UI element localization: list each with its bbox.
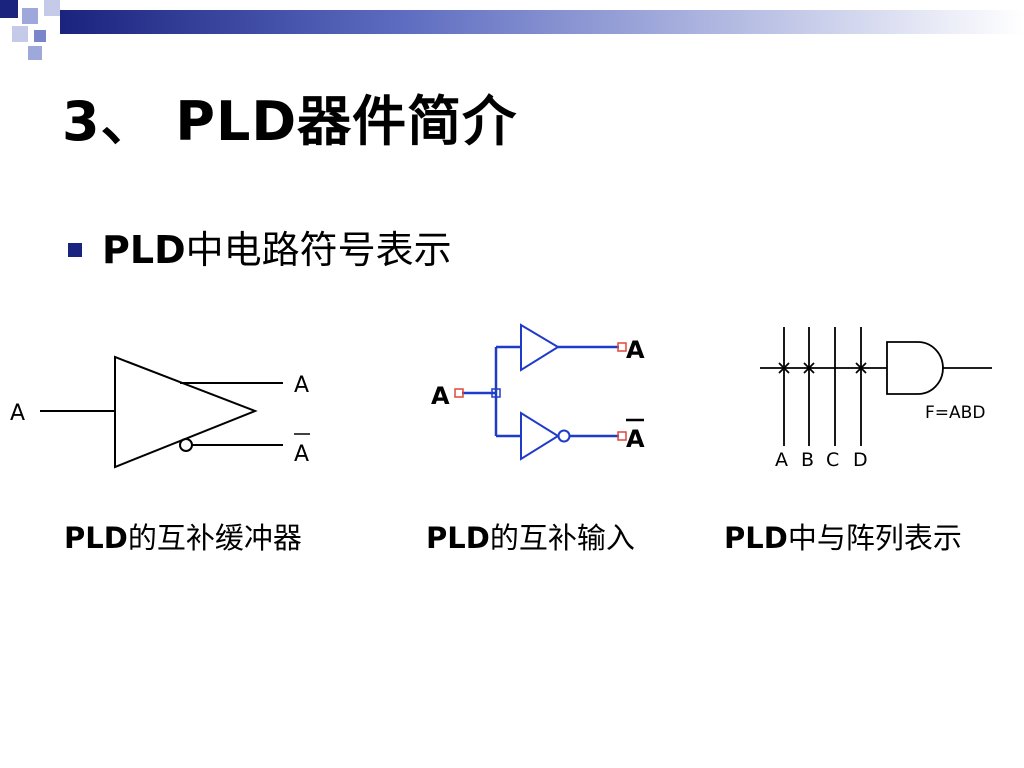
cin-complement-output-node bbox=[617, 431, 627, 441]
and-cross-b2 bbox=[803, 362, 815, 374]
cin-junction-node bbox=[491, 388, 501, 398]
header-square-5 bbox=[34, 30, 46, 42]
circuit-diagrams: A A A A A A A B C D F=ABD bbox=[10, 323, 992, 471]
and-input-label-b: B bbox=[801, 449, 814, 471]
and-input-label-a: A bbox=[775, 449, 788, 471]
cin-output-true-label: A bbox=[626, 336, 645, 364]
buffer-input-label: A bbox=[10, 401, 25, 426]
cin-true-output-node bbox=[617, 342, 627, 352]
header-square-3 bbox=[44, 0, 60, 16]
caption-and-text: 中与阵列表示 bbox=[787, 521, 962, 555]
bullet-body: 中电路符号表示 bbox=[185, 228, 452, 272]
caption-complement-input: PLD的互补输入 bbox=[426, 524, 635, 553]
cin-input-node bbox=[454, 388, 464, 398]
caption-buffer: PLD的互补缓冲器 bbox=[64, 524, 302, 553]
header-square-2 bbox=[22, 8, 38, 24]
and-output-label: F=ABD bbox=[925, 403, 985, 423]
bullet-prefix: PLD bbox=[102, 228, 186, 272]
header-gradient-band bbox=[60, 10, 1024, 34]
caption-cin-prefix: PLD bbox=[426, 521, 490, 555]
header-decoration bbox=[0, 0, 1024, 60]
buffer-diagram bbox=[40, 355, 310, 469]
buffer-output-true-label: A bbox=[294, 373, 309, 398]
buffer-output-complement-label: A bbox=[294, 442, 309, 467]
and-cross-d2 bbox=[855, 362, 867, 374]
caption-and-array: PLD中与阵列表示 bbox=[724, 524, 962, 553]
and-input-label-c: C bbox=[826, 449, 839, 471]
and-input-label-d: D bbox=[853, 449, 868, 471]
cin-output-complement-label: A bbox=[626, 425, 645, 453]
slide-title: 3、 PLD器件简介 bbox=[62, 90, 518, 153]
cin-inverter-triangle bbox=[520, 411, 560, 461]
and-cross-a2 bbox=[778, 362, 790, 374]
and-gate-shape bbox=[886, 341, 944, 395]
bullet-item: PLD中电路符号表示 bbox=[68, 226, 452, 274]
caption-buffer-text: 的互补缓冲器 bbox=[127, 521, 302, 555]
header-square-1 bbox=[0, 0, 18, 18]
buffer-inversion-bubble bbox=[179, 438, 193, 452]
square-bullet-icon bbox=[68, 243, 82, 257]
caption-and-prefix: PLD bbox=[724, 521, 788, 555]
bullet-text: PLD中电路符号表示 bbox=[102, 231, 452, 269]
caption-buffer-prefix: PLD bbox=[64, 521, 128, 555]
and-array-diagram bbox=[760, 327, 992, 446]
cin-buffer-triangle bbox=[520, 323, 560, 372]
cin-inversion-bubble bbox=[557, 429, 571, 443]
header-square-4 bbox=[12, 26, 28, 42]
header-square-6 bbox=[28, 46, 42, 60]
complement-input-diagram bbox=[454, 323, 644, 461]
caption-cin-text: 的互补输入 bbox=[489, 521, 635, 555]
cin-input-label: A bbox=[431, 382, 450, 410]
